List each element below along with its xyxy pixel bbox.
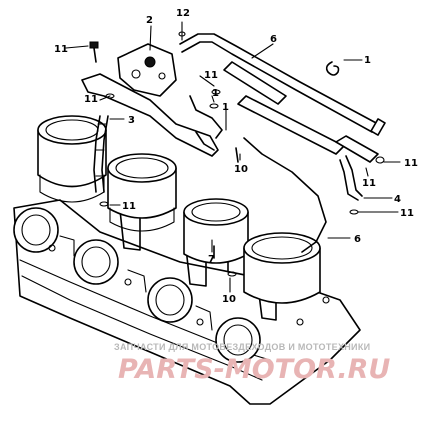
hose-3 xyxy=(93,115,109,193)
callout-11-c: 11 xyxy=(404,158,418,169)
callout-11-d: 11 xyxy=(400,208,414,219)
leader-lines xyxy=(65,21,401,293)
callout-6-upper: 6 xyxy=(270,34,277,45)
callout-8: 11 xyxy=(362,178,376,189)
callout-2: 2 xyxy=(146,15,153,26)
hose-6-upper xyxy=(179,33,386,136)
callout-11-a: 11 xyxy=(204,70,218,81)
callouts: 2 12 6 1 11 11 1 1 11 3 10 11 11 4 11 11… xyxy=(54,8,418,305)
callout-6-lower: 6 xyxy=(354,234,361,245)
callout-11-e: 11 xyxy=(122,201,136,212)
callout-7: 7 xyxy=(208,254,215,265)
watermark-tagline: ЗАПЧАСТИ ДЛЯ МОТОВЕЗДЕХОДОВ И МОТОТЕХНИК… xyxy=(114,342,370,352)
hose-4 xyxy=(339,155,363,201)
carburetor-bank xyxy=(13,199,361,405)
pipe-segments xyxy=(223,61,379,163)
callout-1-c: 1 xyxy=(222,102,229,113)
clip-1 xyxy=(325,61,340,76)
callout-10-a: 10 xyxy=(234,164,248,175)
hose-5-lower xyxy=(243,137,327,253)
callout-4: 4 xyxy=(394,194,401,205)
callout-1-b: 1 xyxy=(212,88,219,99)
callout-11-b: 11 xyxy=(84,94,98,105)
callout-10-b: 10 xyxy=(222,294,236,305)
watermark: ЗАПЧАСТИ ДЛЯ МОТОВЕЗДЕХОДОВ И МОТОТЕХНИК… xyxy=(114,342,390,385)
callout-9: 11 xyxy=(54,44,68,55)
callout-12: 12 xyxy=(176,8,190,19)
carburetor-top-4 xyxy=(243,232,321,304)
callout-3: 3 xyxy=(128,115,135,126)
mounting-bracket xyxy=(81,41,223,157)
carburetor-top-2 xyxy=(107,153,177,232)
callout-1: 1 xyxy=(364,55,371,66)
watermark-brand: PARTS-MOTOR.RU xyxy=(118,354,390,385)
carburetor-top-3 xyxy=(183,198,249,264)
